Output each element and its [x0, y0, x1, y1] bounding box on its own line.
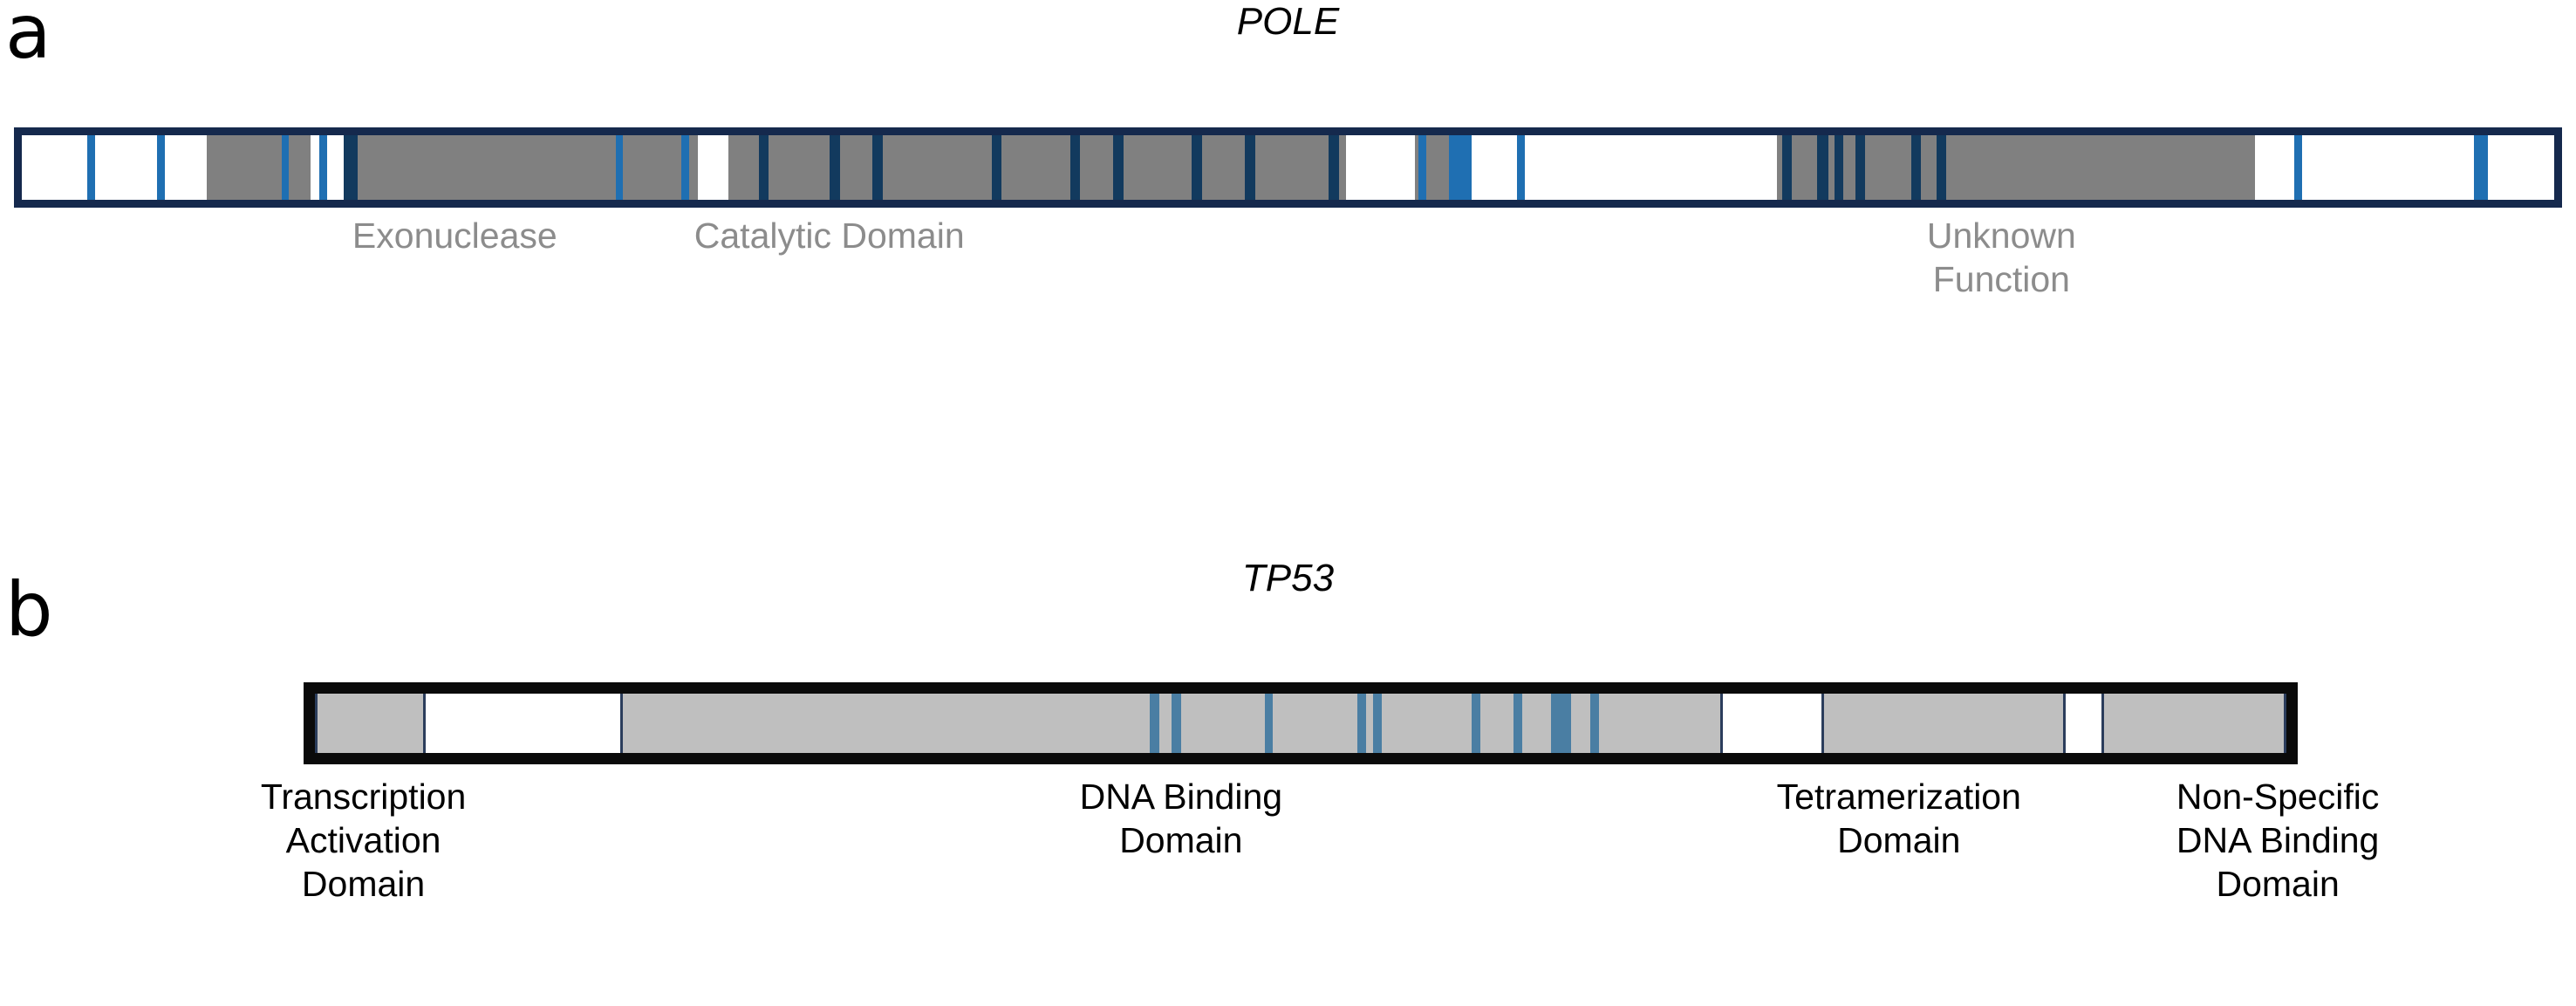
pole-mutation-marker — [1855, 135, 1865, 200]
pole-mutation-marker — [830, 135, 840, 200]
pole-mutation-marker — [2294, 135, 2303, 200]
tp53-mutation-marker — [1513, 694, 1522, 753]
tp53-mutation-marker — [1150, 694, 1160, 753]
tp53-mutation-marker — [1373, 694, 1383, 753]
tp53-mutation-marker — [1171, 694, 1182, 753]
pole-track-inner — [22, 135, 2554, 200]
pole-mutation-marker — [1517, 135, 1525, 200]
pole-mutation-marker — [1834, 135, 1843, 200]
gene-title-tp53: TP53 — [1241, 557, 1335, 599]
pole-mutation-marker — [87, 135, 96, 200]
panel-letter-a: a — [5, 0, 51, 76]
tp53-mutation-marker — [1589, 694, 1599, 753]
pole-domain-label: Exonuclease — [352, 216, 557, 256]
pole-protein-track — [14, 127, 2562, 208]
tp53-domain-label: Tetramerization Domain — [1776, 777, 2021, 861]
pole-mutation-marker — [344, 135, 359, 200]
panel-letter-b: b — [5, 566, 53, 654]
tp53-domain-block — [620, 694, 1723, 753]
pole-mutation-marker — [319, 135, 327, 200]
pole-mutation-marker — [1816, 135, 1828, 200]
pole-mutation-marker — [1418, 135, 1426, 200]
pole-mutation-marker — [615, 135, 624, 200]
tp53-domain-label: DNA Binding Domain — [1079, 777, 1283, 861]
tp53-mutation-marker — [1472, 694, 1481, 753]
pole-mutation-marker — [281, 135, 290, 200]
pole-mutation-marker — [1192, 135, 1202, 200]
tp53-domain-label: Non-Specific DNA Binding Domain — [2176, 777, 2380, 905]
pole-domain-label: Unknown Function — [1926, 216, 2076, 300]
pole-domain-label: Catalytic Domain — [694, 216, 965, 256]
pole-mutation-marker — [872, 135, 884, 200]
tp53-domain-label: Transcription Activation Domain — [260, 777, 467, 905]
pole-domain-block — [1776, 135, 2256, 200]
pole-mutation-marker — [1113, 135, 1124, 200]
tp53-domain-block — [2101, 694, 2286, 753]
tp53-protein-track — [304, 682, 2298, 764]
pole-domain-block — [206, 135, 311, 200]
pole-mutation-marker — [1910, 135, 1922, 200]
pole-mutation-marker — [1936, 135, 1947, 200]
pole-mutation-marker — [991, 135, 1002, 200]
tp53-mutation-marker — [1265, 694, 1274, 753]
pole-mutation-marker — [2473, 135, 2488, 200]
pole-mutation-marker — [1069, 135, 1081, 200]
gene-title-pole: POLE — [1236, 0, 1340, 43]
pole-mutation-marker — [1781, 135, 1793, 200]
pole-domain-block — [345, 135, 699, 200]
pole-mutation-marker — [1448, 135, 1472, 200]
pole-mutation-marker — [157, 135, 165, 200]
tp53-track-inner — [315, 694, 2286, 753]
pole-mutation-marker — [1328, 135, 1339, 200]
pole-mutation-marker — [1245, 135, 1255, 200]
pole-mutation-marker — [758, 135, 769, 200]
pole-mutation-marker — [681, 135, 689, 200]
tp53-domain-block — [1821, 694, 2066, 753]
tp53-mutation-marker — [1356, 694, 1367, 753]
tp53-domain-block — [315, 694, 426, 753]
tp53-mutation-marker — [1551, 694, 1571, 753]
